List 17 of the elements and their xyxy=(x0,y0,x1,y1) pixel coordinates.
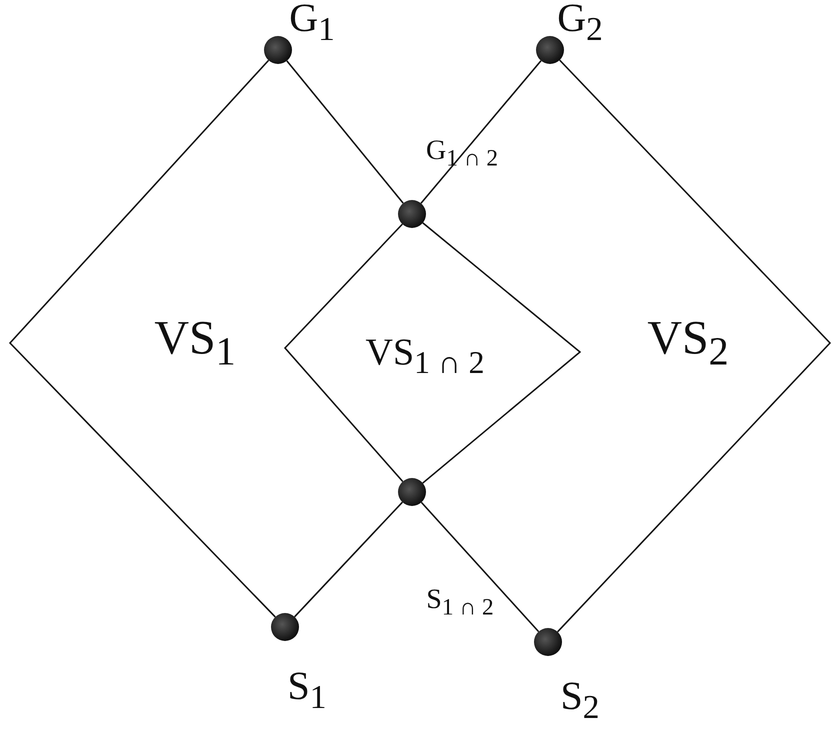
vertex-label: S$_{1}$ xyxy=(288,666,326,714)
region-label: VS$_{2}$ xyxy=(647,314,729,372)
vertex-label: G$_{1}$ xyxy=(289,0,335,46)
connector-line xyxy=(420,60,542,204)
connector-line xyxy=(284,224,404,482)
connector-line xyxy=(8,60,276,618)
connector-line xyxy=(420,502,540,632)
region-label: VS$_{1}$ xyxy=(154,314,236,372)
connector-line xyxy=(422,222,582,484)
connector-line xyxy=(286,60,404,204)
region-label: VS$_{1 ∩ 2}$ xyxy=(366,333,484,379)
vertex-label: S$_{2}$ xyxy=(560,676,600,724)
connector-line xyxy=(557,60,832,632)
vertex-label: S$_{1 ∩ 2}$ xyxy=(426,586,494,620)
vertex-label: G$_{1 ∩ 2}$ xyxy=(426,137,498,171)
connector-line xyxy=(294,502,403,618)
vertex-label: G$_{2}$ xyxy=(557,0,603,46)
